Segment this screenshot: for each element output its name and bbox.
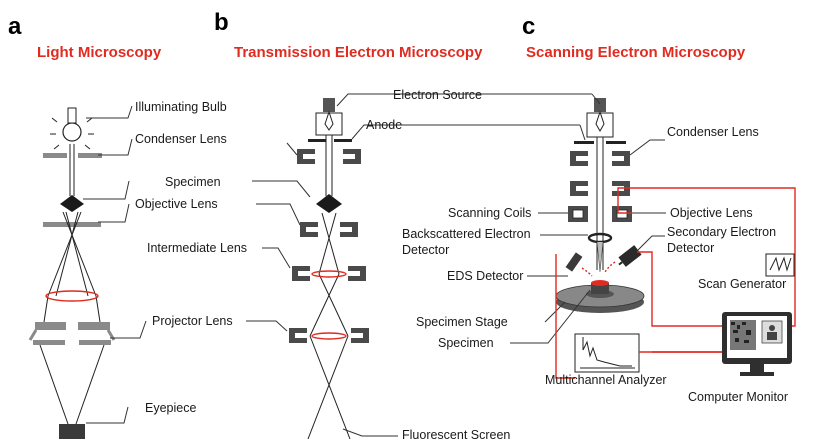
tem-microscope: Electron Source Anode Fluorescent Screen bbox=[246, 88, 520, 439]
panel-a-title: Light Microscopy bbox=[37, 44, 162, 61]
label-anode: Anode bbox=[366, 118, 402, 132]
tem-objective-magnet bbox=[300, 222, 358, 237]
backscatter-detector bbox=[587, 232, 613, 244]
specimen-stage bbox=[555, 280, 645, 313]
label-secondary-1: Secondary Electron bbox=[667, 225, 776, 239]
tem-intermediate-magnet bbox=[292, 266, 366, 281]
tem-anode bbox=[308, 139, 326, 142]
eyepiece bbox=[59, 424, 85, 439]
tem-condenser-magnet bbox=[297, 149, 361, 164]
label-objective-lens-a: Objective Lens bbox=[135, 197, 218, 211]
label-backscattered-1: Backscattered Electron bbox=[402, 227, 531, 241]
panel-a-letter: a bbox=[8, 13, 22, 40]
label-eds-detector: EDS Detector bbox=[447, 269, 523, 283]
tem-electron-source bbox=[315, 98, 343, 136]
label-condenser-lens-c: Condenser Lens bbox=[667, 125, 759, 139]
label-eyepiece: Eyepiece bbox=[145, 401, 196, 415]
label-scan-generator: Scan Generator bbox=[698, 277, 786, 291]
scan-generator bbox=[765, 253, 795, 277]
sem-scanning-coils bbox=[568, 206, 632, 222]
label-condenser-lens-a: Condenser Lens bbox=[135, 132, 227, 146]
panel-c-letter: c bbox=[522, 13, 535, 40]
light-condenser-lens bbox=[43, 153, 67, 158]
label-backscattered-2: Detector bbox=[402, 243, 449, 257]
label-illuminating-bulb: Illuminating Bulb bbox=[135, 100, 227, 114]
light-specimen bbox=[60, 195, 84, 212]
light-objective-lens bbox=[43, 222, 101, 227]
light-microscope: Illuminating Bulb Condenser Lens Specime… bbox=[28, 100, 247, 439]
light-projector-lens bbox=[28, 322, 116, 345]
label-specimen-a: Specimen bbox=[165, 175, 221, 189]
label-secondary-2: Detector bbox=[667, 241, 714, 255]
light-intermediate-lens bbox=[45, 290, 99, 302]
eds-detector bbox=[565, 252, 593, 277]
label-computer-monitor: Computer Monitor bbox=[688, 390, 788, 404]
sem-condenser-magnet bbox=[570, 151, 630, 166]
secondary-electron-detector bbox=[604, 245, 642, 273]
label-multichannel-analyzer: Multichannel Analyzer bbox=[545, 373, 667, 387]
label-specimen-c: Specimen bbox=[438, 336, 494, 350]
label-intermediate-lens: Intermediate Lens bbox=[147, 241, 247, 255]
label-projector-lens: Projector Lens bbox=[152, 314, 233, 328]
sem-microscope: Condenser Lens Scanning Coils Objective … bbox=[402, 93, 796, 404]
panel-b-letter: b bbox=[214, 9, 229, 36]
label-objective-lens-c: Objective Lens bbox=[670, 206, 753, 220]
label-electron-source: Electron Source bbox=[393, 88, 482, 102]
label-specimen-stage: Specimen Stage bbox=[416, 315, 508, 329]
label-scanning-coils: Scanning Coils bbox=[448, 206, 531, 220]
tem-projector-magnet bbox=[289, 328, 369, 343]
multichannel-analyzer bbox=[574, 333, 640, 373]
panel-c-title: Scanning Electron Microscopy bbox=[526, 44, 746, 61]
bulb-icon bbox=[50, 107, 94, 150]
panel-b-title: Transmission Electron Microscopy bbox=[234, 44, 483, 61]
label-fluorescent-screen: Fluorescent Screen bbox=[402, 428, 510, 439]
tem-specimen bbox=[316, 194, 342, 213]
computer-monitor bbox=[722, 312, 792, 376]
